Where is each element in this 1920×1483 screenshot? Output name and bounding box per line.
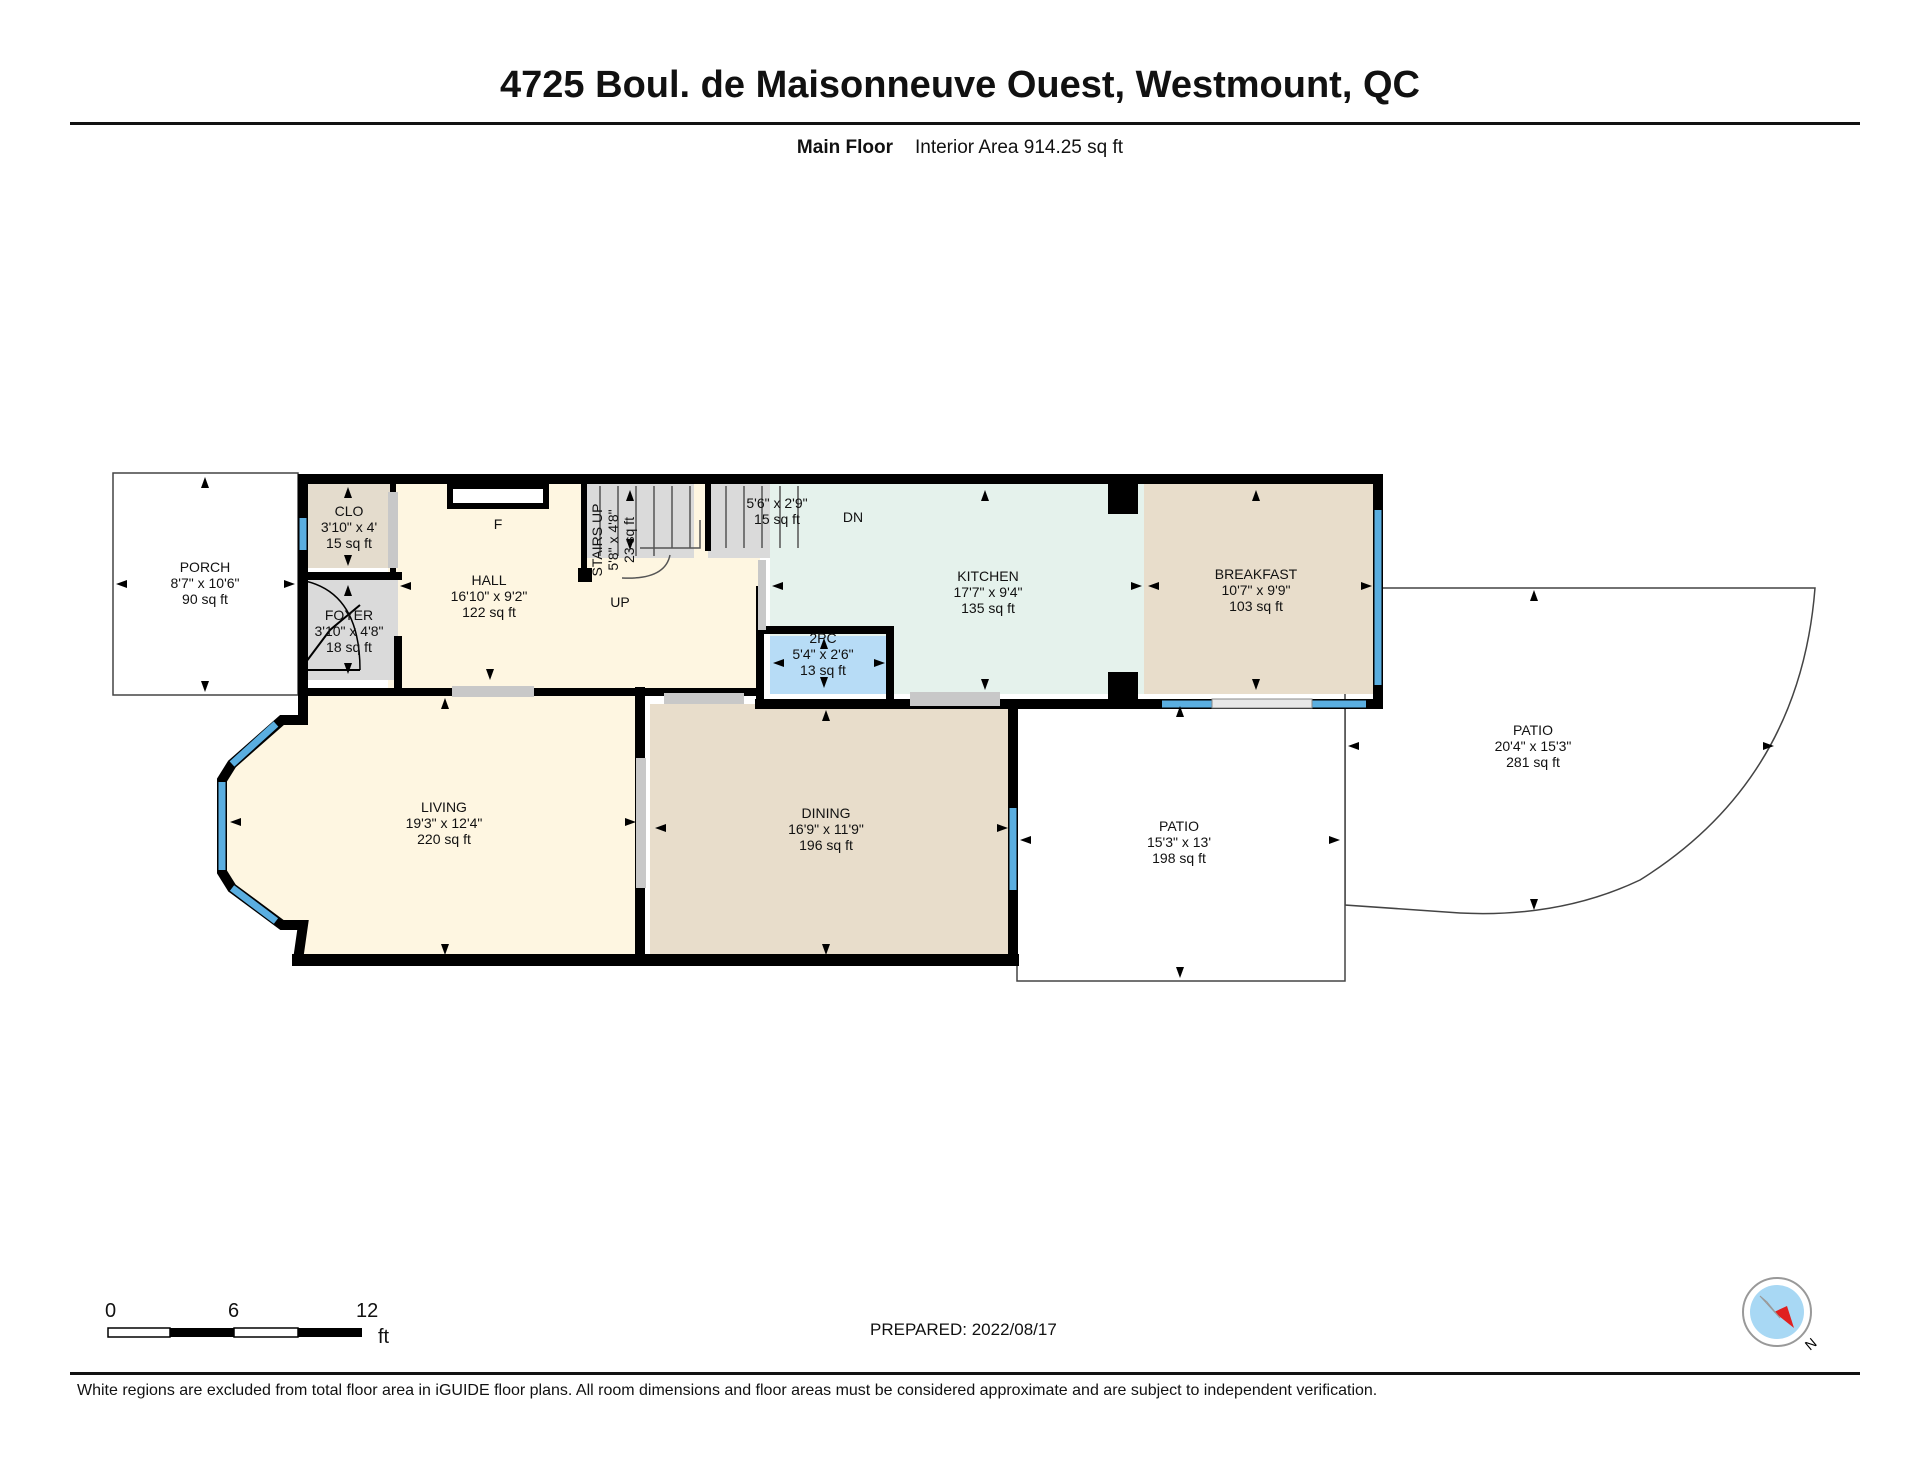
fireplace-marker: F (494, 516, 503, 532)
stairs-down-marker: DN (843, 509, 863, 525)
stairs-up-dims: 5'8" x 4'8" (605, 509, 621, 570)
footer-rule (70, 1372, 1860, 1375)
kitchen-area: 135 sq ft (961, 600, 1015, 616)
foyer-door-leaf (299, 604, 361, 671)
breakfast-area: 103 sq ft (1229, 598, 1283, 614)
hall-name: HALL (471, 572, 506, 588)
hall-area: 122 sq ft (462, 604, 516, 620)
pc2-area: 13 sq ft (800, 662, 846, 678)
patio-small-area: 198 sq ft (1152, 850, 1206, 866)
foyer-area: 18 sq ft (326, 639, 372, 655)
foyer-fill (306, 580, 398, 680)
kitchen-name: KITCHEN (957, 568, 1018, 584)
breakfast-fill (1144, 484, 1376, 694)
breakfast-dims: 10'7" x 9'9" (1222, 582, 1291, 598)
stairs-down-area: 15 sq ft (754, 511, 800, 527)
doors (388, 492, 1313, 888)
scale-label-6: 6 (228, 1300, 240, 1322)
hall-dims: 16'10" x 9'2" (451, 588, 528, 604)
header-rule (70, 122, 1860, 125)
patio-large-name: PATIO (1513, 722, 1553, 738)
dimension-arrows (116, 477, 1774, 978)
stairs-up-marker: UP (610, 594, 629, 610)
breakfast-label: BREAKFAST 10'7" x 9'9" 103 sq ft (1215, 566, 1298, 614)
living-fill (222, 692, 640, 960)
patio-large-area (1344, 587, 1816, 915)
hall-label: HALL 16'10" x 9'2" 122 sq ft (451, 572, 528, 620)
living-label: LIVING 19'3" x 12'4" 220 sq ft (406, 799, 483, 847)
compass-n: N (1802, 1335, 1820, 1354)
clo-name: CLO (335, 503, 364, 519)
foyer-name: FOYER (325, 607, 373, 623)
pc2-label: 2PC 5'4" x 2'6" 13 sq ft (792, 630, 853, 678)
pc2-name: 2PC (809, 630, 836, 646)
scale-bar (107, 1327, 362, 1338)
patio-large-dims: 20'4" x 15'3" (1495, 738, 1572, 754)
kitchen-label: KITCHEN 17'7" x 9'4" 135 sq ft (954, 568, 1023, 616)
clo-dims: 3'10" x 4' (321, 519, 377, 535)
pc2-dims: 5'4" x 2'6" (792, 646, 853, 662)
stairs-up-label: STAIRS UP 5'8" x 4'8" 23 sq ft (589, 504, 637, 577)
foyer-dims: 3'10" x 4'8" (315, 623, 384, 639)
foyer-label: FOYER 3'10" x 4'8" 18 sq ft (315, 607, 384, 655)
prepared-date: PREPARED: 2022/08/17 (870, 1320, 1057, 1339)
stairs-up-area: 23 sq ft (621, 517, 637, 563)
fireplace (447, 483, 549, 509)
dining-fill (650, 704, 1013, 960)
porch-label: PORCH 8'7" x 10'6" 90 sq ft (171, 559, 240, 607)
hall-fill (388, 484, 760, 694)
scale-label-0: 0 (105, 1300, 117, 1322)
stairs-down-treads (725, 486, 799, 548)
dining-area: 196 sq ft (799, 837, 853, 853)
stairs-up-fill (584, 484, 694, 558)
stairs-down-label: 5'6" x 2'9" 15 sq ft (746, 495, 807, 527)
scale-unit: ft (378, 1326, 390, 1348)
footer-note: White regions are excluded from total fl… (77, 1382, 1378, 1399)
patio-large-area: 281 sq ft (1506, 754, 1560, 770)
breakfast-name: BREAKFAST (1215, 566, 1298, 582)
patio-small-name: PATIO (1159, 818, 1199, 834)
scale-label-12: 12 (356, 1300, 379, 1322)
porch-dims: 8'7" x 10'6" (171, 575, 240, 591)
floor-name: Main Floor (796, 137, 893, 158)
foyer-door-arc (299, 579, 361, 671)
dining-name: DINING (802, 805, 851, 821)
stairs-up-name: STAIRS UP (589, 504, 605, 577)
compass-icon: N (1742, 1277, 1820, 1354)
windows (218, 510, 1382, 924)
living-dims: 19'3" x 12'4" (406, 815, 483, 831)
patio-small-label: PATIO 15'3" x 13' 198 sq ft (1147, 818, 1211, 866)
stairs-down-dims: 5'6" x 2'9" (746, 495, 807, 511)
dining-label: DINING 16'9" x 11'9" 196 sq ft (788, 805, 864, 853)
living-area: 220 sq ft (417, 831, 471, 847)
clo-area: 15 sq ft (326, 535, 372, 551)
patio-small-area (1016, 703, 1346, 982)
clo-label: CLO 3'10" x 4' 15 sq ft (321, 503, 377, 551)
patio-large-label: PATIO 20'4" x 15'3" 281 sq ft (1495, 722, 1572, 770)
pc2-fill (770, 636, 888, 694)
patio-small-dims: 15'3" x 13' (1147, 834, 1211, 850)
stairs-up-treads (599, 486, 701, 579)
porch-area: 90 sq ft (182, 591, 228, 607)
living-name: LIVING (421, 799, 467, 815)
porch-name: PORCH (180, 559, 231, 575)
subtitle: Main Floor Interior Area 914.25 sq ft (0, 137, 1920, 159)
interior-area: Interior Area 914.25 sq ft (914, 137, 1124, 158)
kitchen-dims: 17'7" x 9'4" (954, 584, 1023, 600)
plan-title: 4725 Boul. de Maisonneuve Ouest, Westmou… (500, 64, 1420, 106)
dining-dims: 16'9" x 11'9" (788, 821, 864, 837)
